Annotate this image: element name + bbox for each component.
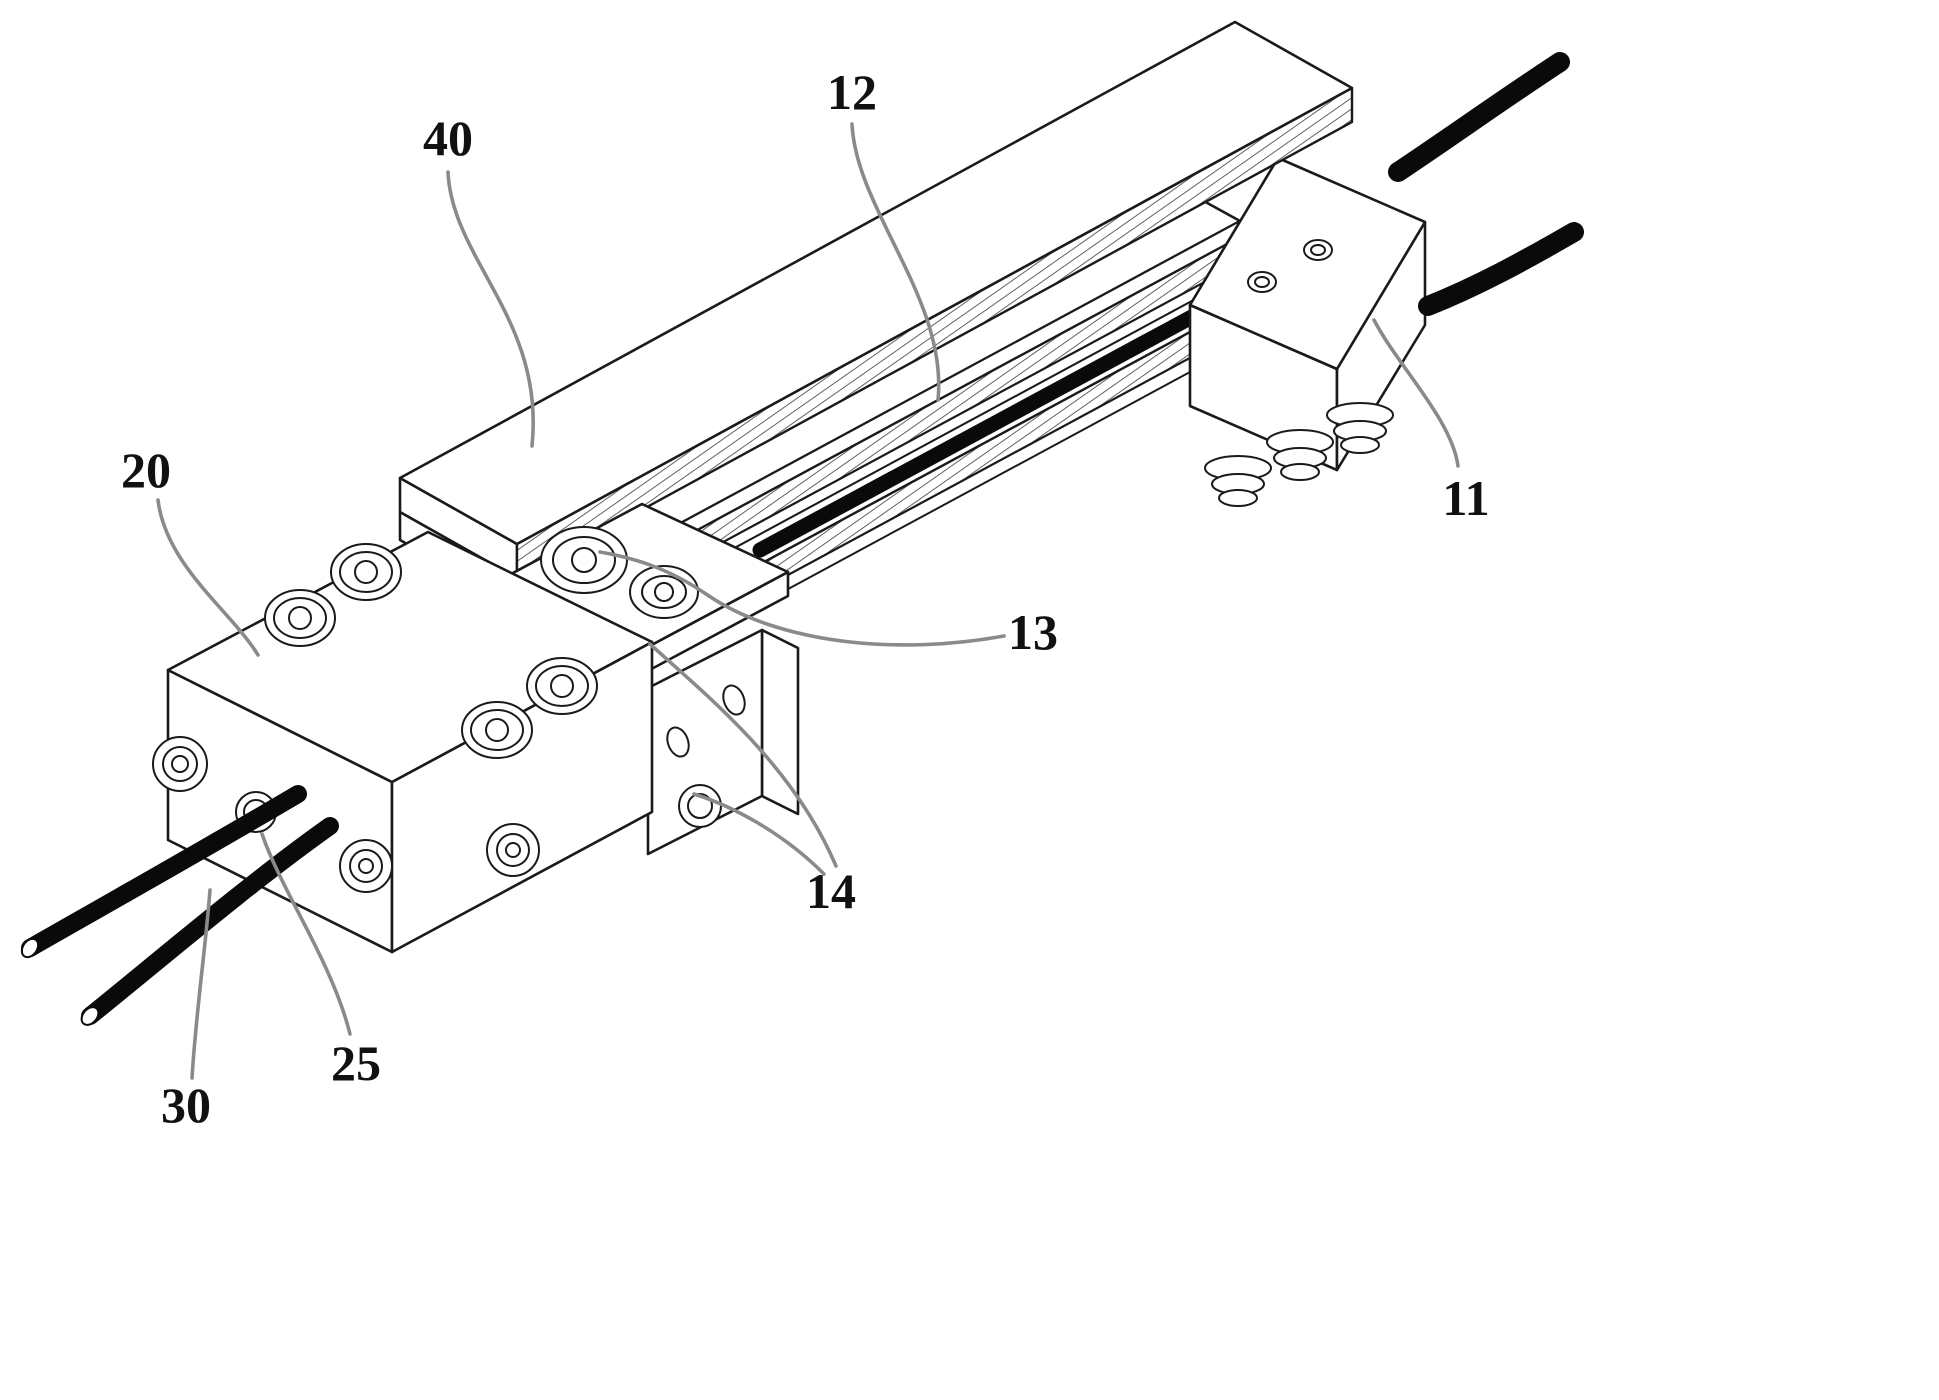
leader-13 — [598, 550, 1006, 647]
side-bracket-hole-1 — [666, 726, 690, 758]
carriage-side-bolt-right — [486, 823, 540, 877]
fitting-3 — [1326, 402, 1394, 454]
callouts: 40 12 11 20 13 14 25 30 — [121, 64, 1490, 1133]
cable-left-upper — [21, 785, 307, 957]
callout-14: 14 — [806, 863, 856, 919]
end-block-top-face — [1188, 156, 1427, 371]
side-bracket-right-face — [760, 628, 800, 816]
carriage-top-screw-4 — [526, 657, 598, 715]
leader-14-a — [692, 792, 826, 876]
leader-40 — [446, 170, 535, 448]
side-bracket-hole-2 — [722, 684, 746, 716]
leader-25 — [260, 832, 352, 1036]
pneumatic-fittings — [1204, 402, 1394, 507]
fitting-2 — [1266, 429, 1334, 481]
side-bracket — [646, 628, 800, 856]
leader-14-b — [648, 642, 838, 868]
rail-cable-stripe — [752, 298, 1220, 558]
leader-12 — [850, 122, 941, 402]
end-block-hole-1-inner — [1254, 276, 1270, 288]
slider-screw — [629, 565, 699, 619]
cover-plate-top-face — [398, 20, 1354, 546]
callout-11: 11 — [1442, 470, 1489, 526]
leader-30 — [190, 888, 212, 1080]
cable-right-lower — [1418, 222, 1584, 316]
cables-left — [20, 785, 339, 1026]
end-block-hole-2-inner — [1310, 244, 1326, 256]
cable-right-upper — [1388, 52, 1570, 182]
cables-right — [1388, 52, 1584, 316]
callout-25: 25 — [331, 1035, 381, 1091]
callout-40: 40 — [423, 110, 473, 166]
carriage-top-screw-1 — [264, 589, 336, 647]
washer-screw — [540, 526, 628, 594]
end-block — [1188, 156, 1427, 472]
leader-lines — [156, 122, 1460, 1080]
cable-left-lower — [81, 817, 339, 1025]
carriage-top-screw-2 — [330, 543, 402, 601]
callout-13: 13 — [1008, 604, 1058, 660]
cable-left-lower-end — [80, 1006, 100, 1026]
cable-left-upper-end — [20, 937, 40, 959]
carriage-side-bolt-left — [152, 736, 208, 792]
fitting-1 — [1204, 455, 1272, 507]
callout-12: 12 — [827, 64, 877, 120]
callout-20: 20 — [121, 442, 171, 498]
carriage-side-bolt-mid — [339, 839, 393, 893]
leader-20 — [156, 498, 260, 657]
carriage-top-screw-3 — [461, 701, 533, 759]
leader-11 — [1372, 318, 1460, 468]
callout-30: 30 — [161, 1077, 211, 1133]
